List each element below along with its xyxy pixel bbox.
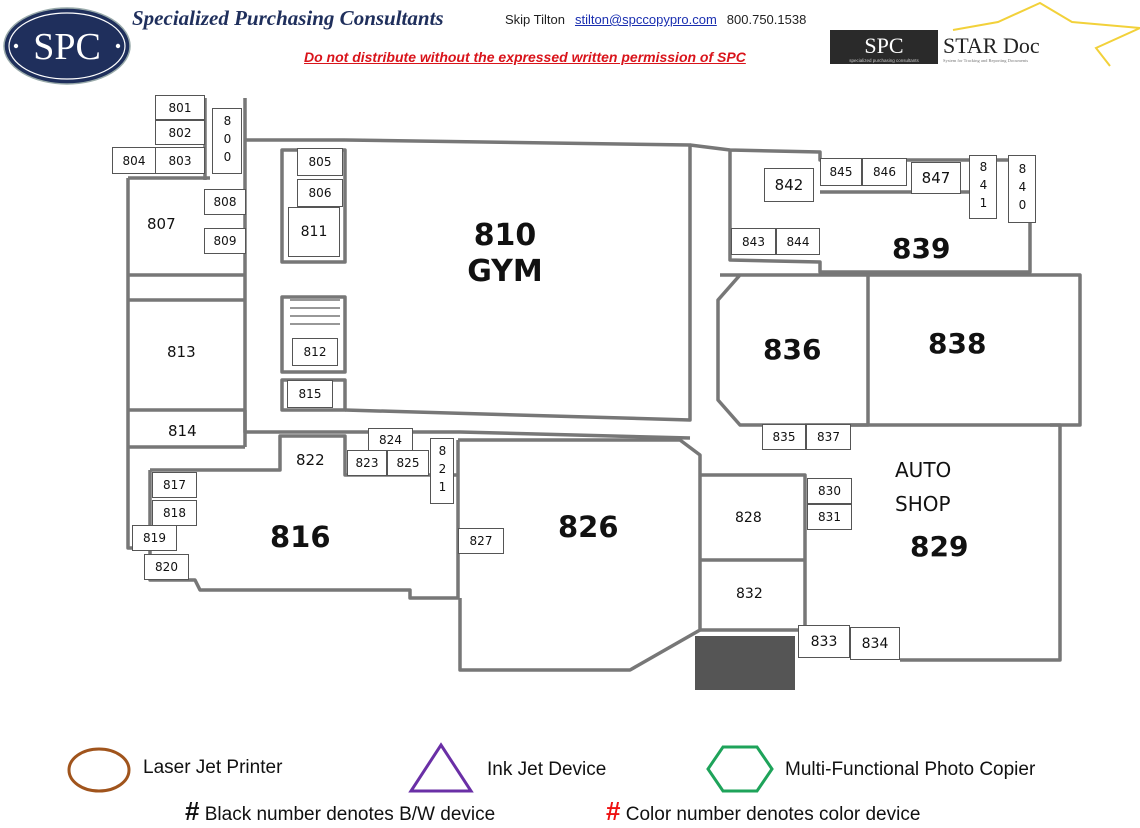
- room-846[interactable]: 846: [862, 158, 907, 186]
- room-810-number: 810: [473, 218, 537, 253]
- room-834[interactable]: 834: [850, 627, 900, 660]
- room-840[interactable]: 840: [1008, 155, 1036, 223]
- room-825[interactable]: 825: [387, 450, 429, 476]
- room-831[interactable]: 831: [807, 504, 852, 530]
- room-832[interactable]: 832: [736, 586, 763, 602]
- star-logo-spc: SPC: [864, 33, 903, 58]
- room-822[interactable]: 822: [296, 451, 325, 469]
- contact-email-link[interactable]: stilton@spccopypro.com: [574, 12, 717, 27]
- bw-note-text: Black number denotes B/W device: [204, 804, 496, 825]
- legend-ink-jet: Ink Jet Device: [487, 759, 607, 780]
- star-logo-title: STAR Doc: [943, 33, 1040, 58]
- room-806[interactable]: 806: [297, 179, 343, 207]
- room-828[interactable]: 828: [735, 510, 762, 526]
- room-818[interactable]: 818: [152, 500, 197, 526]
- contact-info: Skip Tilton stilton@spccopypro.com 800.750…: [505, 12, 806, 27]
- room-845[interactable]: 845: [820, 158, 862, 186]
- room-807[interactable]: 807: [147, 215, 176, 233]
- legend-photo-copier: Multi-Functional Photo Copier: [785, 759, 1036, 780]
- room-829[interactable]: 829: [910, 530, 969, 563]
- shop-text: SHOP: [895, 492, 951, 516]
- photo-copier-hexagon-icon: [706, 745, 774, 793]
- room-810-name: GYM: [467, 254, 543, 289]
- room-830[interactable]: 830: [807, 478, 852, 504]
- room-821-label: 821: [435, 444, 450, 498]
- room-823[interactable]: 823: [347, 450, 387, 476]
- legend-laser-jet: Laser Jet Printer: [143, 757, 283, 778]
- room-800-label: 800: [220, 114, 235, 168]
- loading-area: [695, 636, 795, 690]
- room-805[interactable]: 805: [297, 148, 343, 176]
- room-816[interactable]: 816: [270, 520, 331, 554]
- room-847[interactable]: 847: [911, 162, 961, 194]
- contact-name: Skip Tilton: [505, 12, 565, 27]
- color-note-text: Color number denotes color device: [625, 804, 921, 825]
- room-841-label: 841: [976, 160, 991, 214]
- black-hash-icon: #: [185, 796, 200, 826]
- contact-phone: 800.750.1538: [726, 12, 807, 27]
- room-833[interactable]: 833: [798, 625, 850, 658]
- room-836[interactable]: 836: [763, 333, 822, 366]
- room-837[interactable]: 837: [806, 424, 851, 450]
- room-811[interactable]: 811: [288, 207, 340, 257]
- room-821[interactable]: 821: [430, 438, 454, 504]
- auto-shop-label: AUTO SHOP: [895, 453, 951, 521]
- legend-color-note: # Color number denotes color device: [606, 796, 920, 827]
- spc-logo-text: SPC: [33, 26, 101, 68]
- room-820[interactable]: 820: [144, 554, 189, 580]
- room-844[interactable]: 844: [776, 228, 820, 255]
- svg-text:System for Tracking and Report: System for Tracking and Reporting Docume…: [943, 58, 1028, 63]
- room-840-label: 840: [1015, 162, 1030, 216]
- room-801[interactable]: 801: [155, 95, 205, 120]
- auto-text: AUTO: [895, 458, 952, 482]
- room-800[interactable]: 800: [212, 108, 242, 174]
- room-814[interactable]: 814: [168, 422, 197, 440]
- room-826[interactable]: 826: [558, 510, 619, 544]
- laser-jet-circle-icon: [67, 747, 131, 793]
- room-827[interactable]: 827: [458, 528, 504, 554]
- room-838[interactable]: 838: [928, 327, 987, 360]
- room-839[interactable]: 839: [892, 232, 951, 265]
- room-815[interactable]: 815: [287, 380, 333, 408]
- room-812[interactable]: 812: [292, 338, 338, 366]
- company-name: Specialized Purchasing Consultants: [132, 6, 444, 30]
- room-809[interactable]: 809: [204, 228, 246, 254]
- room-835[interactable]: 835: [762, 424, 806, 450]
- svg-text:specialized purchasing consult: specialized purchasing consultants: [849, 58, 919, 63]
- room-824[interactable]: 824: [368, 428, 413, 452]
- room-817[interactable]: 817: [152, 472, 197, 498]
- red-hash-icon: #: [606, 796, 621, 826]
- legend-bw-note: # Black number denotes B/W device: [185, 796, 495, 827]
- room-813[interactable]: 813: [167, 343, 196, 361]
- star-doc-logo: SPC specialized purchasing consultants S…: [830, 1, 1140, 67]
- room-804[interactable]: 804: [112, 147, 156, 174]
- room-842[interactable]: 842: [764, 168, 814, 202]
- room-808[interactable]: 808: [204, 189, 246, 215]
- room-802[interactable]: 802: [155, 120, 205, 145]
- ink-jet-triangle-icon: [408, 742, 474, 793]
- room-803[interactable]: 803: [155, 147, 205, 174]
- spc-logo: SPC: [3, 7, 131, 85]
- room-819[interactable]: 819: [132, 525, 177, 551]
- room-843[interactable]: 843: [731, 228, 776, 255]
- distribution-warning: Do not distribute without the expressed …: [304, 49, 746, 65]
- room-841[interactable]: 841: [969, 155, 997, 219]
